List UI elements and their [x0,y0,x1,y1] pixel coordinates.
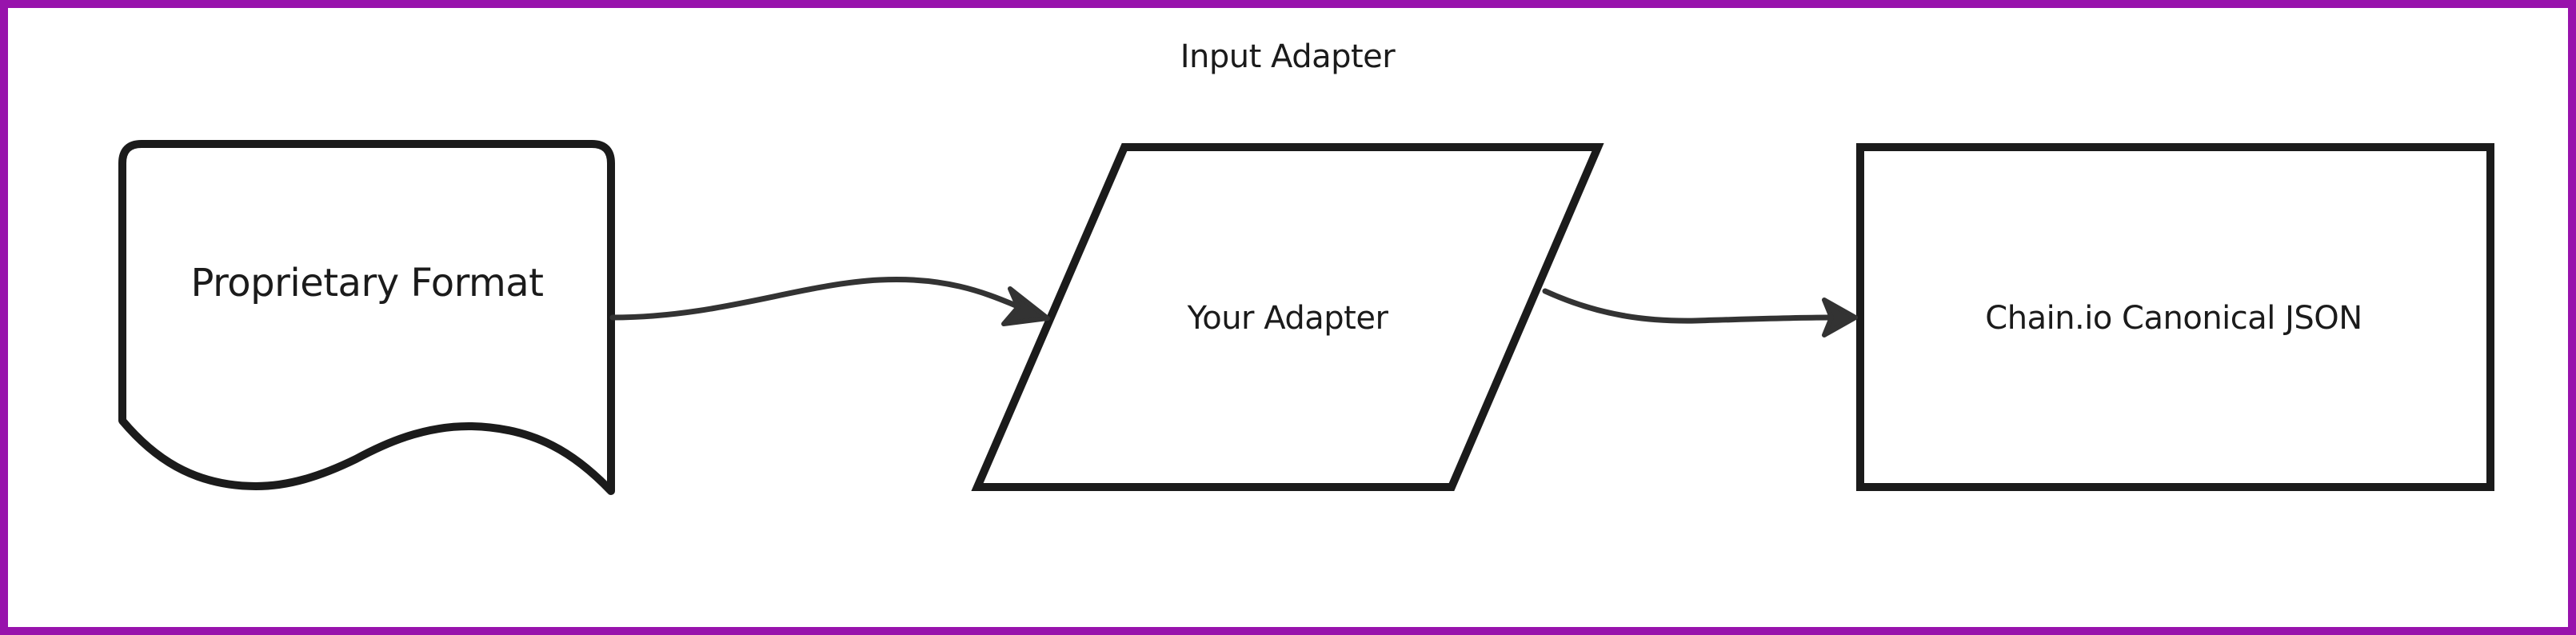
edge-adapter-to-target[interactable] [1542,288,1835,324]
node-target-label: Chain.io Canonical JSON [1985,300,2362,337]
arrowhead-icon [1001,286,1050,326]
node-source-label: Proprietary Format [190,261,545,306]
node-adapter-label: Your Adapter [1187,300,1388,337]
node-target-rectangle-shape[interactable] [1856,143,2494,491]
arrowhead-icon [1822,298,1858,337]
node-adapter-parallelogram-shape[interactable] [971,143,1604,491]
node-source-document-shape[interactable] [118,140,615,495]
edge-source-to-adapter[interactable] [609,276,1019,321]
diagram-title: Input Adapter [1180,38,1396,75]
